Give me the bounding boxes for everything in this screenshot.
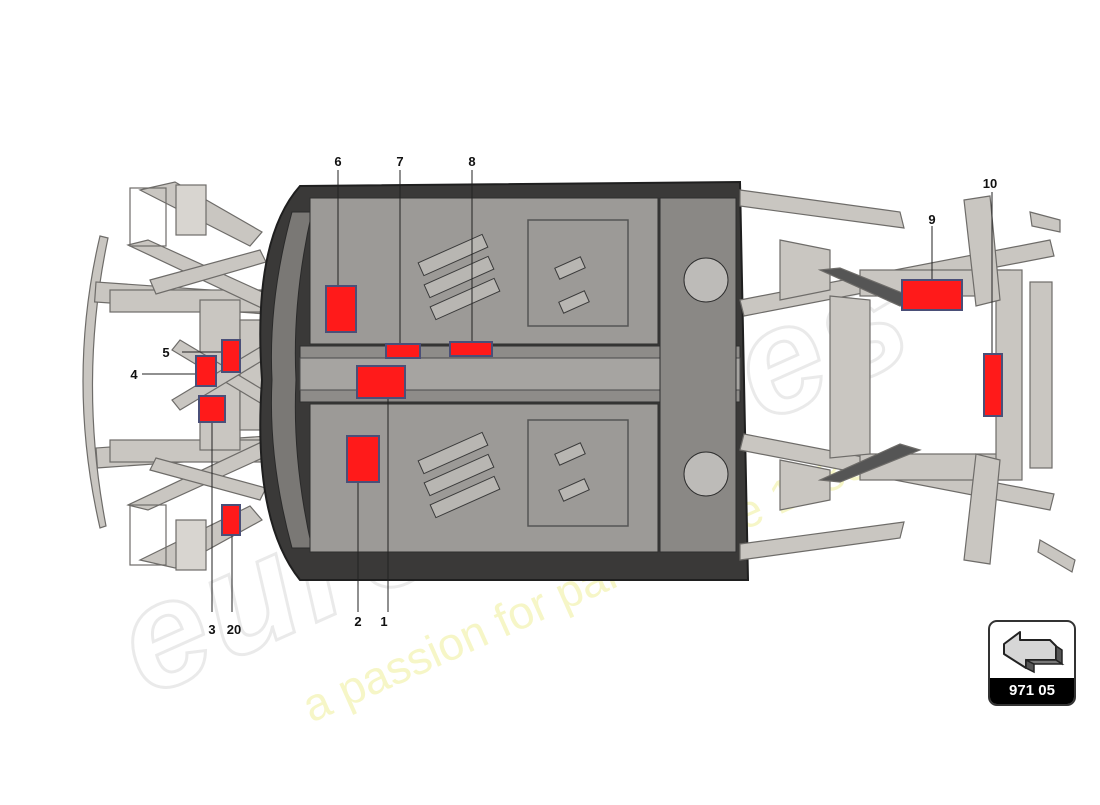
pad-20 — [221, 504, 241, 536]
callout-9: 9 — [928, 212, 935, 227]
pad-2 — [346, 435, 380, 483]
callout-3: 3 — [208, 622, 215, 637]
callout-10: 10 — [983, 176, 997, 191]
leader-lines — [142, 170, 993, 612]
callout-labels: 1 2 3 20 4 5 6 7 8 9 10 — [130, 154, 997, 637]
callout-5: 5 — [162, 345, 169, 360]
front-subframe — [82, 181, 291, 571]
callout-2: 2 — [354, 614, 361, 629]
callout-6: 6 — [334, 154, 341, 169]
pad-4 — [195, 355, 217, 387]
view-badge: 971 05 — [988, 620, 1076, 706]
monocoque-tub — [259, 180, 750, 581]
pad-6 — [325, 285, 357, 333]
pad-3 — [198, 395, 226, 423]
callout-7: 7 — [396, 154, 403, 169]
callout-8: 8 — [468, 154, 475, 169]
callout-1: 1 — [380, 614, 387, 629]
highlight-pads — [195, 279, 1003, 536]
callout-20: 20 — [227, 622, 241, 637]
view-direction-arrow-icon — [990, 622, 1074, 678]
pad-5 — [221, 339, 241, 373]
pad-8 — [449, 341, 493, 357]
pad-7 — [385, 343, 421, 359]
pad-10 — [983, 353, 1003, 417]
pad-1 — [356, 365, 406, 399]
callout-4: 4 — [130, 367, 138, 382]
rear-subframe — [739, 189, 1076, 573]
pad-9 — [901, 279, 963, 311]
diagram-code: 971 05 — [990, 678, 1074, 704]
